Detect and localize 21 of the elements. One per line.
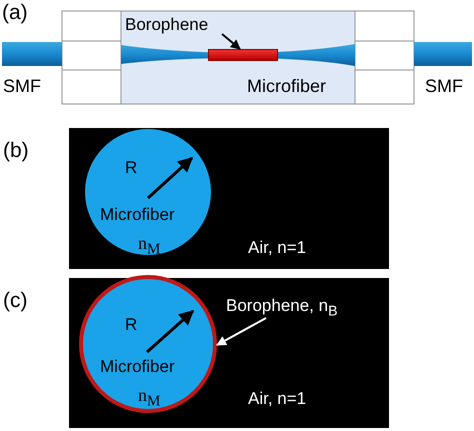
cross-section-panel [69,128,389,269]
panel-letter: (b) [3,140,29,162]
core-label: Microfiber [100,357,175,376]
medium-label: Air, n=1 [248,389,306,408]
fiber-label: Microfiber [247,75,326,97]
fiber-label: SMF [3,75,41,97]
panel-letter: (c) [3,290,28,312]
callout-text: Borophene [125,15,225,35]
index-label: n$_{M}$ [138,386,160,412]
leader-arrow [216,317,267,346]
radius-label: R [125,315,138,334]
cross-section-panel [69,278,389,428]
medium-label: Air, n=1 [248,238,306,257]
fiber-label: SMF [425,75,463,97]
panel-letter: (a) [2,2,28,24]
index-label: n$_{M}$ [138,234,160,260]
leader-arrow [221,33,241,50]
radius-label: R [125,158,138,177]
core-label: Microfiber [100,205,175,224]
callout-text: Borophene, n$_{B}$ [226,296,376,318]
borophene-coating-bar [208,49,278,61]
